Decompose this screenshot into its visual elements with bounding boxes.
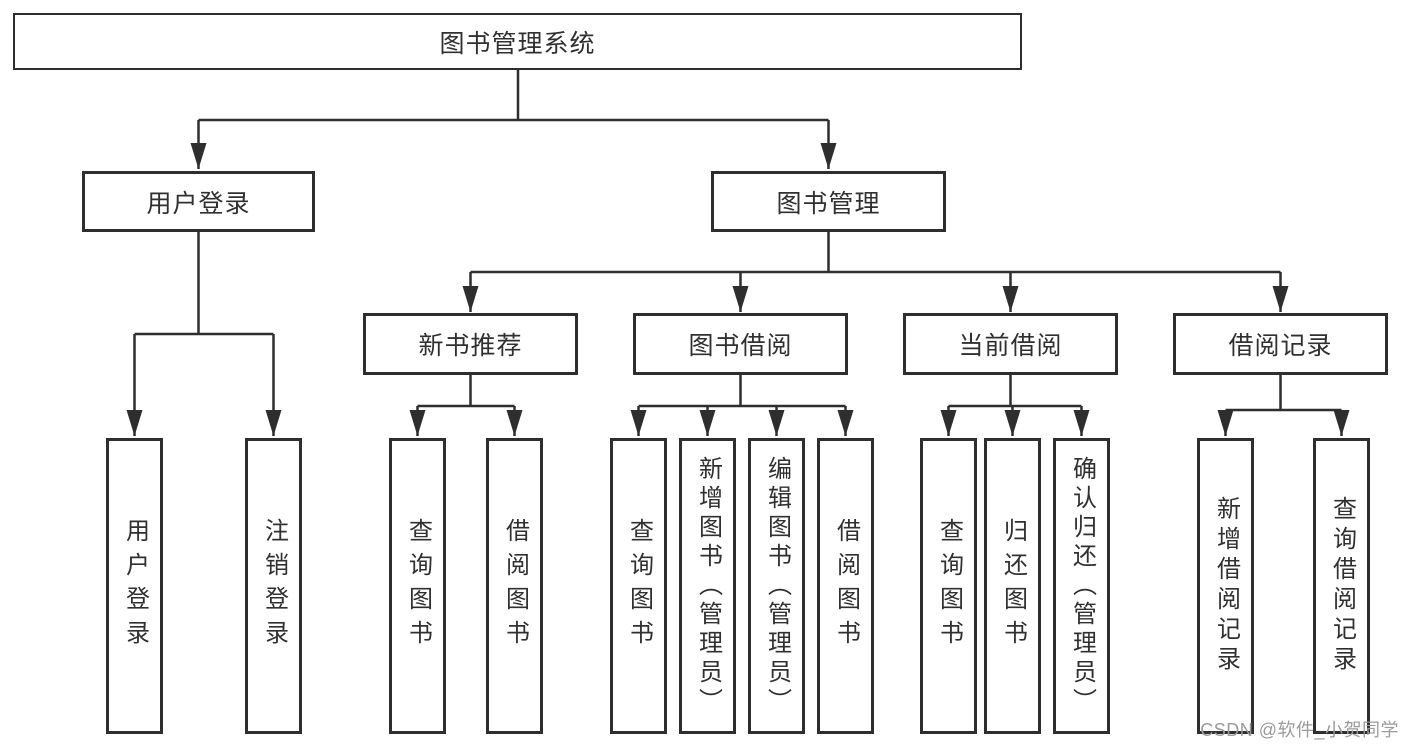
leaf-logout: 注销登录 — [245, 438, 302, 734]
node-label: 新增借阅记录 — [1212, 496, 1240, 676]
leaf-query-books-recommend: 查询图书 — [389, 438, 446, 734]
node-label: 编辑图书（管理员） — [763, 455, 791, 717]
node-label: 新增图书（管理员） — [694, 455, 722, 717]
csdn-watermark: CSDN @软件_小贺同学 — [1200, 720, 1399, 740]
node-label: 借阅图书 — [501, 518, 529, 654]
node-label: 图书管理 — [776, 189, 881, 218]
node-label: 确认归还（管理员） — [1068, 455, 1096, 717]
node-label: 新书推荐 — [418, 332, 523, 360]
node-label: 借阅图书 — [832, 518, 860, 654]
leaf-return-books: 归还图书 — [984, 438, 1041, 734]
node-label: 图书借阅 — [688, 332, 793, 360]
node-borrowing-records: 借阅记录 — [1173, 313, 1388, 375]
node-user-login: 用户登录 — [82, 171, 315, 232]
node-label: 注销登录 — [260, 518, 288, 654]
node-book-management: 图书管理 — [711, 171, 946, 232]
leaf-query-borrow-record: 查询借阅记录 — [1313, 438, 1370, 734]
node-label: 归还图书 — [999, 518, 1027, 654]
node-label: 借阅记录 — [1228, 332, 1333, 360]
node-label: 查询借阅记录 — [1328, 496, 1356, 676]
node-label: 查询图书 — [935, 518, 963, 654]
node-label: 用户登录 — [146, 189, 251, 218]
node-label: 图书管理系统 — [439, 29, 596, 58]
leaf-user-login: 用户登录 — [106, 438, 163, 734]
node-root-library-system: 图书管理系统 — [13, 13, 1022, 70]
leaf-confirm-return-admin: 确认归还（管理员） — [1053, 438, 1110, 734]
leaf-borrow-books-recommend: 借阅图书 — [486, 438, 543, 734]
node-book-borrowing: 图书借阅 — [633, 313, 848, 375]
node-current-borrowing: 当前借阅 — [903, 313, 1118, 375]
leaf-query-books-borrow: 查询图书 — [610, 438, 667, 734]
node-label: 查询图书 — [404, 518, 432, 654]
node-label: 当前借阅 — [958, 332, 1063, 360]
leaf-query-books-current: 查询图书 — [920, 438, 977, 734]
leaf-borrow-books: 借阅图书 — [817, 438, 874, 734]
leaf-edit-books-admin: 编辑图书（管理员） — [748, 438, 805, 734]
leaf-add-books-admin: 新增图书（管理员） — [679, 438, 736, 734]
node-label: 用户登录 — [121, 518, 149, 654]
node-label: 查询图书 — [625, 518, 653, 654]
node-new-book-recommendation: 新书推荐 — [363, 313, 578, 375]
leaf-add-borrow-record: 新增借阅记录 — [1197, 438, 1254, 734]
